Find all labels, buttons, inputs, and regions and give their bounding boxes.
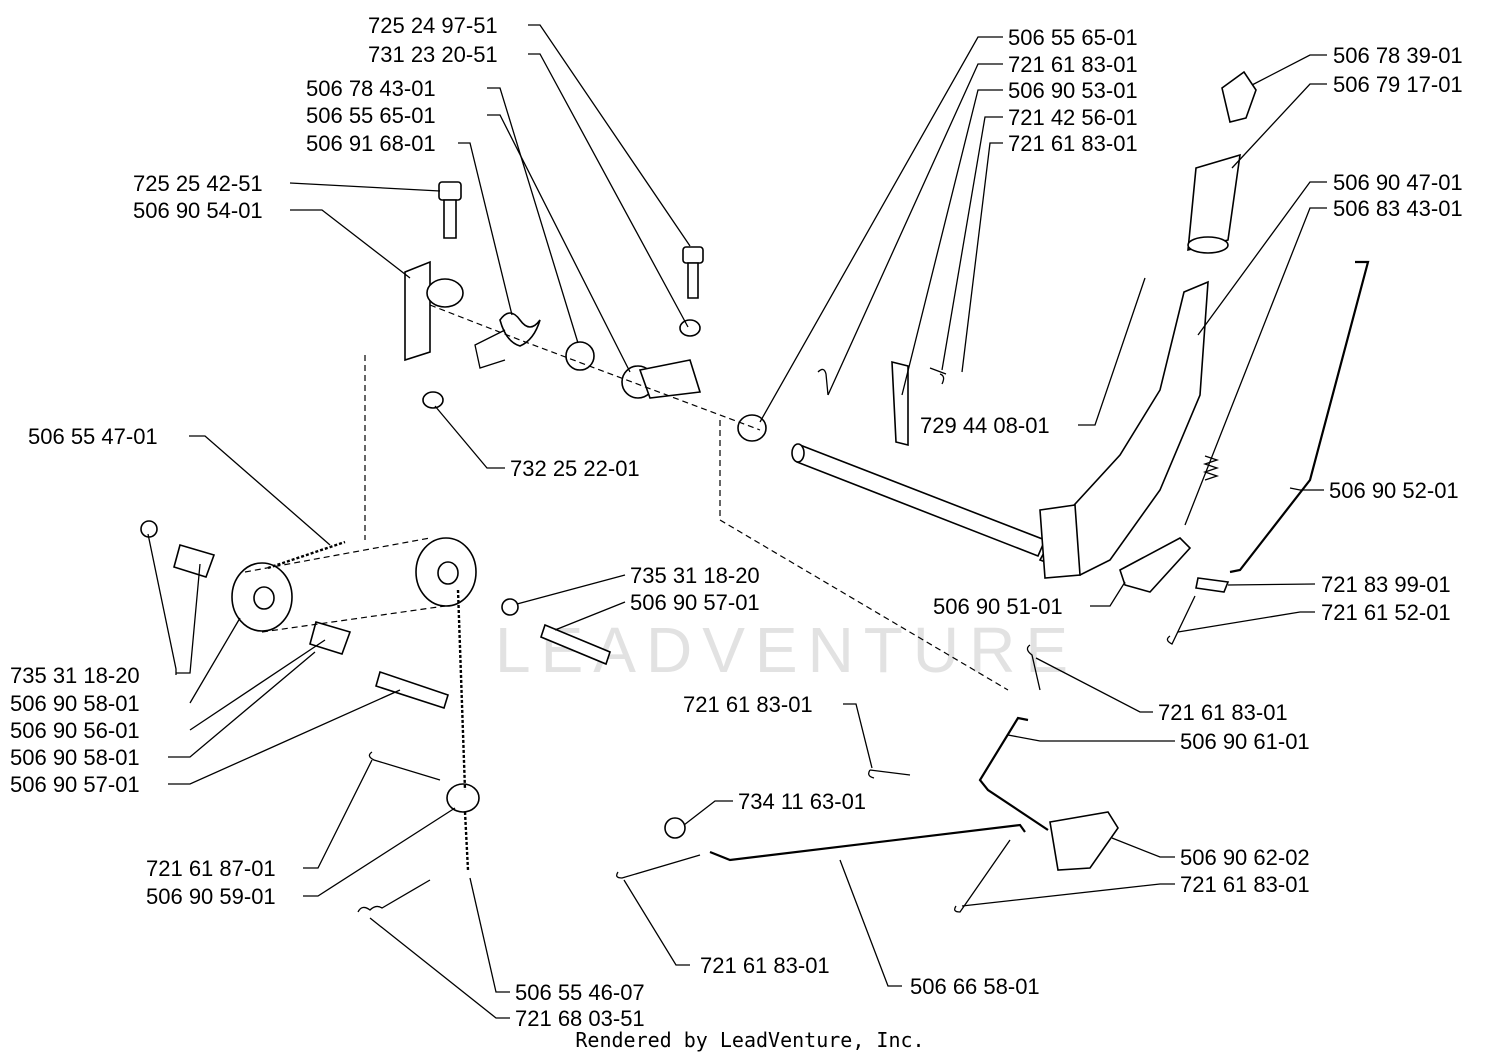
nut-part xyxy=(422,391,444,409)
callout-label: 721 61 87-01 xyxy=(146,856,276,881)
long-rod-part xyxy=(1229,260,1370,574)
callout-label: 721 61 83-01 xyxy=(683,692,813,717)
callout-label: 506 90 57-01 xyxy=(630,590,760,615)
shaft-end-part xyxy=(791,443,805,463)
callout-label: 734 11 63-01 xyxy=(738,789,866,814)
callout-label: 732 25 22-01 xyxy=(510,456,640,481)
callout-label: 506 90 54-01 xyxy=(133,198,263,223)
cotter-pin-7-part xyxy=(929,367,947,385)
main-shaft-part xyxy=(796,443,1047,558)
callout-label: 506 90 58-01 xyxy=(10,691,140,716)
cotter-pin-3-part xyxy=(616,854,701,879)
idler-part xyxy=(446,783,480,813)
callout-label: 506 90 61-01 xyxy=(1180,729,1310,754)
pull-rod-part xyxy=(709,823,1026,862)
spring-part xyxy=(499,312,541,347)
cotter-pin-4-part xyxy=(954,839,1011,913)
callout-label: 725 24 97-51 xyxy=(368,13,498,38)
callout-label: 725 25 42-51 xyxy=(133,171,263,196)
bell-crank-part xyxy=(1119,537,1192,593)
callout-label: 506 66 58-01 xyxy=(910,974,1040,999)
callout-label: 731 23 20-51 xyxy=(368,42,498,67)
pin-left-part xyxy=(375,670,449,710)
callout-label: 721 83 99-01 xyxy=(1321,572,1451,597)
assembly-line-part xyxy=(364,304,1009,691)
hub-arm-part xyxy=(638,359,702,399)
callout-label: 721 61 83-01 xyxy=(1158,700,1288,725)
callout-label: 506 90 59-01 xyxy=(146,884,276,909)
shaft-bushing-part xyxy=(737,414,767,442)
spacer-left-part xyxy=(140,520,158,538)
callout-label: 506 90 58-01 xyxy=(10,745,140,770)
callout-label: 721 61 83-01 xyxy=(1008,131,1138,156)
callout-label: 735 31 18-20 xyxy=(630,563,760,588)
bolt-head-2-part xyxy=(682,246,704,264)
callout-label: 506 90 56-01 xyxy=(10,718,140,743)
washer-low-part xyxy=(664,817,686,839)
grip-end-part xyxy=(1187,236,1229,254)
callout-label: 506 55 46-07 xyxy=(515,980,645,1005)
callout-label: 721 42 56-01 xyxy=(1008,105,1138,130)
link-rod-part xyxy=(978,716,1049,831)
callout-label: 506 78 43-01 xyxy=(306,76,436,101)
bracket-boss-part xyxy=(426,278,464,308)
grip-part xyxy=(1187,153,1241,252)
callout-label: 721 61 52-01 xyxy=(1321,600,1451,625)
callout-label: 506 90 51-01 xyxy=(933,594,1063,619)
bracket-part xyxy=(404,260,431,362)
callout-label: 506 90 52-01 xyxy=(1329,478,1459,503)
cotter-pin-2-part xyxy=(868,769,911,779)
callouts: 725 24 97-51 731 23 20-51 506 78 43-01 5… xyxy=(10,13,1463,1031)
spring-leg-part xyxy=(474,329,506,369)
link-plate-part xyxy=(1049,811,1119,871)
nut-2-part xyxy=(679,319,701,337)
callout-label: 506 90 57-01 xyxy=(10,772,140,797)
callout-label: 506 91 68-01 xyxy=(306,131,436,156)
knob-part xyxy=(1221,70,1257,123)
callout-label: 721 61 83-01 xyxy=(1180,872,1310,897)
pulley-right-hub-part xyxy=(437,561,459,585)
pin-part xyxy=(891,360,909,447)
lever-foot-part xyxy=(1039,504,1081,579)
callout-label: 506 90 53-01 xyxy=(1008,78,1138,103)
callout-label: 506 78 39-01 xyxy=(1333,43,1463,68)
cotter-pin-1-part xyxy=(817,368,829,396)
bolt-shank-2-part xyxy=(687,262,699,299)
leader-lines xyxy=(147,24,1327,1019)
callout-label: 721 68 03-51 xyxy=(515,1006,645,1031)
callout-label: 721 61 83-01 xyxy=(1008,52,1138,77)
callout-label: 506 55 65-01 xyxy=(306,103,436,128)
callout-label: 506 79 17-01 xyxy=(1333,72,1463,97)
chain-vertical-part xyxy=(456,589,470,871)
lever-spring-part xyxy=(1202,455,1220,481)
callout-label: 506 90 47-01 xyxy=(1333,170,1463,195)
callout-label: 506 83 43-01 xyxy=(1333,196,1463,221)
cotter-pin-9-part xyxy=(357,879,431,913)
sleeve-left-part xyxy=(173,544,216,578)
bolt-shank-part xyxy=(443,199,457,239)
sleeve-left-2-part xyxy=(309,621,352,655)
callout-label: 506 55 65-01 xyxy=(1008,25,1138,50)
cotter-pin-5-part xyxy=(1026,644,1041,691)
cotter-pin-8-part xyxy=(368,751,441,781)
callout-label: 506 90 62-02 xyxy=(1180,845,1310,870)
part-drawings xyxy=(140,70,1370,913)
callout-label: 735 31 18-20 xyxy=(10,663,140,688)
footer-credit: Rendered by LeadVenture, Inc. xyxy=(575,1028,925,1052)
pulley-left-hub-part xyxy=(253,586,275,610)
washer-mid-part xyxy=(501,598,519,616)
pin-mid-part xyxy=(540,623,611,666)
bolt-head-part xyxy=(438,181,462,201)
callout-label: 721 61 83-01 xyxy=(700,953,830,978)
bushing-part xyxy=(565,341,595,371)
bolt-3-part xyxy=(1195,577,1230,593)
callout-label: 506 55 47-01 xyxy=(28,424,158,449)
chain-upper-part xyxy=(267,540,346,570)
cotter-pin-6-part xyxy=(1166,595,1196,645)
callout-label: 729 44 08-01 xyxy=(920,413,1050,438)
